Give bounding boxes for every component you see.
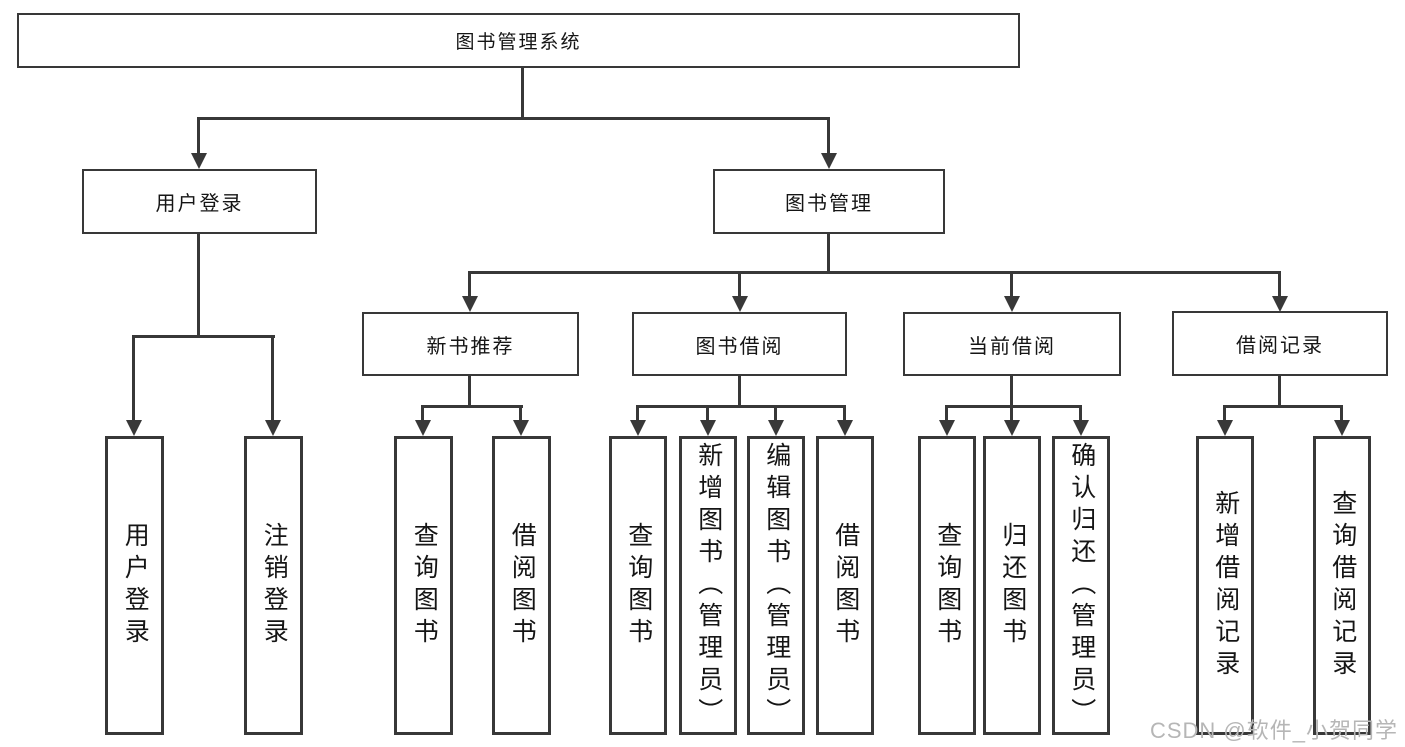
leaf-label: 借阅图书 — [508, 521, 537, 650]
arrow-down-icon — [837, 420, 853, 436]
arrow-down-icon — [1004, 420, 1020, 436]
connector-arrow-stub — [1340, 405, 1343, 422]
connector-arrow-stub — [132, 335, 135, 422]
connector-rail-user-login-children — [133, 335, 275, 338]
connector-arrow-stub — [271, 335, 274, 422]
node-leaf-user-login: 用户登录 — [105, 436, 164, 735]
node-borrow-records: 借阅记录 — [1172, 311, 1388, 376]
leaf-label: 新增借阅记录 — [1211, 489, 1240, 682]
connector-arrow-stub — [738, 271, 741, 298]
connector-user-login-stem — [197, 233, 200, 337]
arrow-down-icon — [821, 153, 837, 169]
leaf-label: 编辑图书（管理员） — [762, 441, 791, 730]
connector-current-borrow-stem — [1010, 375, 1013, 408]
connector-arrow-stub — [1010, 271, 1013, 298]
leaf-label: 查询图书 — [933, 521, 962, 650]
connector-arrow-stub — [774, 405, 777, 422]
leaf-label: 借阅图书 — [831, 521, 860, 650]
connector-rail-borrow-records-children — [1223, 405, 1343, 408]
arrow-down-icon — [939, 420, 955, 436]
connector-root-stem — [521, 67, 524, 120]
connector-rail-book-borrow-children — [636, 405, 846, 408]
arrow-down-icon — [126, 420, 142, 436]
connector-new-book-stem — [468, 375, 471, 408]
arrow-down-icon — [462, 296, 478, 312]
leaf-label: 归还图书 — [998, 521, 1027, 650]
node-leaf-query-borrow-record: 查询借阅记录 — [1313, 436, 1371, 735]
node-book-management: 图书管理 — [713, 169, 945, 234]
connector-arrow-stub — [843, 405, 846, 422]
node-book-borrow: 图书借阅 — [632, 312, 847, 376]
connector-rail-current-borrow-children — [945, 405, 1082, 408]
connector-arrow-stub — [468, 271, 471, 298]
arrow-down-icon — [415, 420, 431, 436]
connector-arrow-stub — [1010, 405, 1013, 422]
node-leaf-add-book-admin: 新增图书（管理员） — [679, 436, 737, 735]
leaf-label: 查询图书 — [624, 521, 653, 650]
node-user-login: 用户登录 — [82, 169, 317, 234]
node-leaf-edit-book-admin: 编辑图书（管理员） — [747, 436, 805, 735]
arrow-down-icon — [1334, 420, 1350, 436]
arrow-down-icon — [513, 420, 529, 436]
node-leaf-borrow-book-1: 借阅图书 — [492, 436, 551, 735]
leaf-label: 新增图书（管理员） — [694, 441, 723, 730]
connector-arrow-stub — [197, 117, 200, 155]
node-leaf-borrow-book-2: 借阅图书 — [816, 436, 874, 735]
connector-arrow-stub — [1079, 405, 1082, 422]
connector-arrow-stub — [827, 117, 830, 155]
node-leaf-return-book: 归还图书 — [983, 436, 1041, 735]
arrow-down-icon — [630, 420, 646, 436]
node-leaf-query-book-3: 查询图书 — [918, 436, 976, 735]
connector-arrow-stub — [706, 405, 709, 422]
connector-arrow-stub — [1278, 271, 1281, 298]
connector-borrow-records-stem — [1278, 375, 1281, 408]
node-leaf-query-book-1: 查询图书 — [394, 436, 453, 735]
connector-arrow-stub — [1223, 405, 1226, 422]
arrow-down-icon — [732, 296, 748, 312]
connector-arrow-stub — [421, 405, 424, 422]
node-new-book-recommend: 新书推荐 — [362, 312, 579, 376]
connector-arrow-stub — [945, 405, 948, 422]
node-leaf-confirm-return-admin: 确认归还（管理员） — [1052, 436, 1110, 735]
node-leaf-query-book-2: 查询图书 — [609, 436, 667, 735]
connector-arrow-stub — [519, 405, 522, 422]
arrow-down-icon — [1004, 296, 1020, 312]
arrow-down-icon — [1272, 296, 1288, 312]
connector-rail-new-book-children — [421, 405, 523, 408]
connector-arrow-stub — [636, 405, 639, 422]
arrow-down-icon — [1073, 420, 1089, 436]
leaf-label: 确认归还（管理员） — [1067, 441, 1096, 730]
connector-book-borrow-stem — [738, 375, 741, 408]
node-library-management-system: 图书管理系统 — [17, 13, 1020, 68]
leaf-label: 查询借阅记录 — [1328, 489, 1357, 682]
node-leaf-logout: 注销登录 — [244, 436, 303, 735]
connector-rail-level3 — [469, 271, 1281, 274]
leaf-label: 查询图书 — [410, 521, 439, 650]
node-current-borrow: 当前借阅 — [903, 312, 1121, 376]
connector-rail-level2 — [198, 117, 830, 120]
arrow-down-icon — [1217, 420, 1233, 436]
leaf-label: 注销登录 — [260, 521, 289, 650]
arrow-down-icon — [265, 420, 281, 436]
arrow-down-icon — [191, 153, 207, 169]
arrow-down-icon — [700, 420, 716, 436]
node-leaf-add-borrow-record: 新增借阅记录 — [1196, 436, 1254, 735]
connector-book-mgmt-stem — [827, 233, 830, 273]
arrow-down-icon — [768, 420, 784, 436]
csdn-watermark: CSDN @软件_小贺同学 — [1149, 718, 1398, 743]
leaf-label: 用户登录 — [121, 521, 150, 650]
